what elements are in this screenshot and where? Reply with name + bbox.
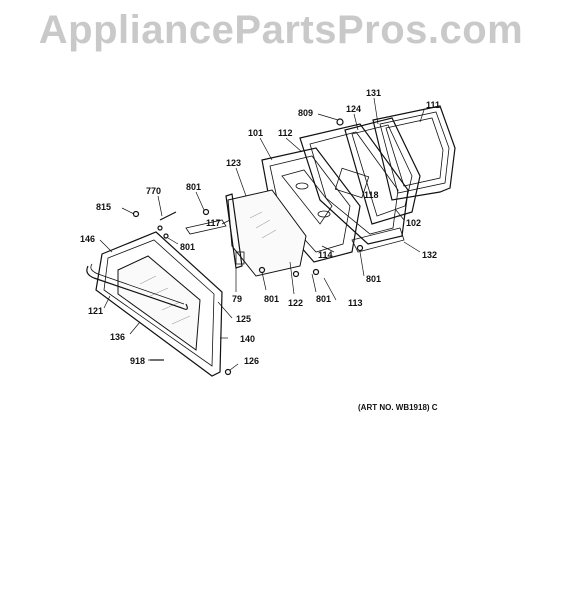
part-79-retainer bbox=[225, 193, 245, 269]
callout-101: 101 bbox=[248, 128, 263, 138]
part-111-rear-frame bbox=[372, 105, 456, 201]
callout-136: 136 bbox=[110, 332, 125, 342]
callout-131: 131 bbox=[366, 88, 381, 98]
callout-815: 815 bbox=[96, 202, 111, 212]
art-number: (ART NO. WB1918) C bbox=[358, 403, 438, 412]
leader-lines bbox=[99, 97, 425, 371]
part-146-handle bbox=[86, 263, 188, 310]
part-121-outer-door bbox=[95, 231, 223, 377]
callout-801-c: 801 bbox=[366, 274, 381, 284]
callout-809: 809 bbox=[298, 108, 313, 118]
callout-117: 117 bbox=[206, 218, 221, 228]
callout-114: 114 bbox=[318, 250, 333, 260]
callout-122: 122 bbox=[288, 298, 303, 308]
part-117-bracket bbox=[185, 219, 227, 235]
callout-124: 124 bbox=[346, 104, 361, 114]
callout-111: 111 bbox=[426, 100, 440, 110]
callout-801-e: 801 bbox=[316, 294, 331, 304]
callout-132: 132 bbox=[422, 250, 437, 260]
callout-112: 112 bbox=[278, 128, 293, 138]
callout-140: 140 bbox=[240, 334, 255, 344]
callout-102: 102 bbox=[406, 218, 421, 228]
callout-801-a: 801 bbox=[186, 182, 201, 192]
callout-123: 123 bbox=[226, 158, 241, 168]
callout-918: 918 bbox=[130, 356, 145, 366]
callout-801-b: 801 bbox=[180, 242, 195, 252]
watermark: AppliancePartsPros.com bbox=[38, 8, 524, 52]
callouts: 809 131 124 111 101 112 123 770 801 815 … bbox=[80, 88, 440, 412]
part-123-glass bbox=[227, 189, 307, 277]
part-132-frame-bottom bbox=[351, 227, 405, 253]
screws bbox=[132, 118, 364, 376]
callout-121: 121 bbox=[88, 306, 103, 316]
part-112-middle-frame bbox=[299, 123, 409, 245]
callout-113: 113 bbox=[348, 298, 363, 308]
callout-126: 126 bbox=[244, 356, 259, 366]
callout-118: 118 bbox=[364, 190, 379, 200]
callout-79: 79 bbox=[232, 294, 242, 304]
callout-801-d: 801 bbox=[264, 294, 279, 304]
callout-125: 125 bbox=[236, 314, 251, 324]
callout-770: 770 bbox=[146, 186, 161, 196]
callout-146: 146 bbox=[80, 234, 95, 244]
part-124-inner-panel bbox=[344, 117, 421, 225]
